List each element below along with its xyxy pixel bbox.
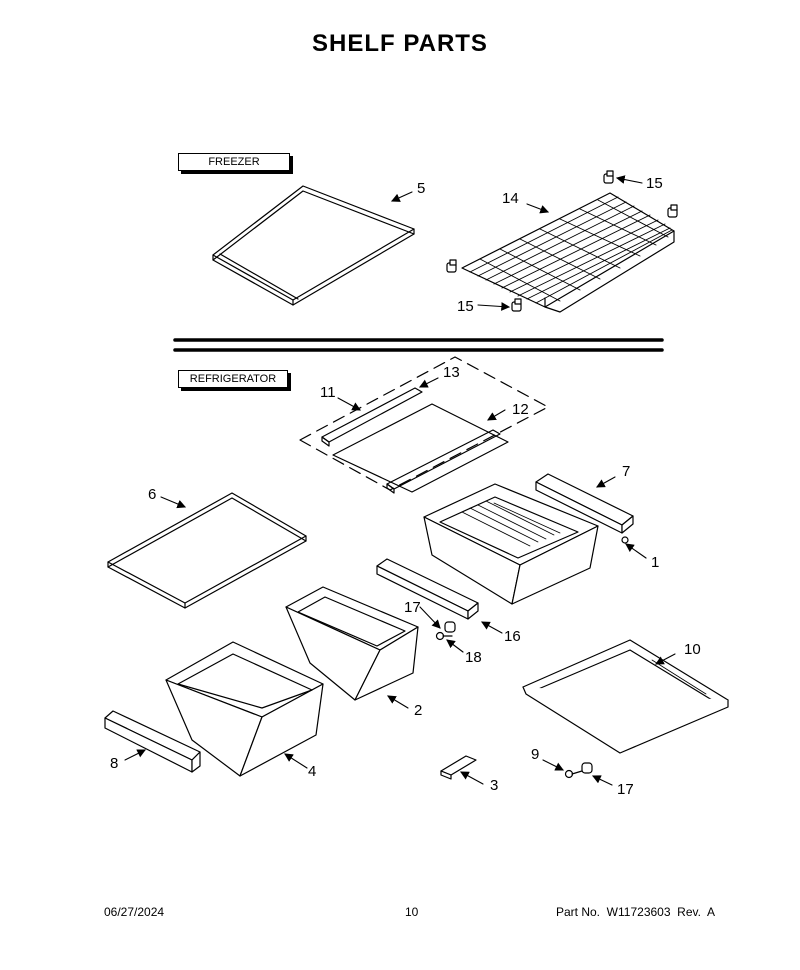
callout-14: 14 (502, 190, 519, 207)
wire-shelf-end-cap-left (446, 259, 457, 273)
callout-8: 8 (110, 755, 119, 772)
refrigerator-label: REFRIGERATOR (178, 370, 288, 388)
callout-13: 13 (443, 364, 460, 381)
callout-16: 16 (504, 628, 521, 645)
crisper-cover (522, 639, 729, 754)
bushing-17-upper (444, 621, 456, 633)
freezer-label: FREEZER (178, 153, 290, 171)
callout-6: 6 (148, 486, 157, 503)
callout-15-top: 15 (646, 175, 663, 192)
drawer-slide-rail (535, 473, 634, 544)
shelf-assembly-outline (299, 356, 549, 491)
callout-10: 10 (684, 641, 701, 658)
callout-2: 2 (414, 702, 423, 719)
callout-17-upper: 17 (404, 599, 421, 616)
bushing-17-lower (581, 762, 593, 774)
callout-1: 1 (651, 554, 660, 571)
footer-date: 06/27/2024 (104, 905, 165, 919)
refrigerator-glass-shelf (107, 492, 307, 609)
drawer-slide-rail-left (376, 558, 479, 620)
callout-3: 3 (490, 777, 499, 794)
front-trim-left (321, 387, 423, 447)
callout-leaders (124, 175, 676, 786)
screw-18 (435, 631, 453, 641)
callout-4: 4 (308, 763, 317, 780)
trim-clip (440, 755, 477, 780)
wire-shelf-end-cap-bottom (511, 298, 522, 312)
callout-5: 5 (417, 180, 426, 197)
small-crisper-drawer-4 (165, 641, 324, 777)
callout-9: 9 (531, 746, 540, 763)
footer-page-number: 10 (405, 905, 419, 919)
small-crisper-drawer-2 (285, 586, 419, 701)
footer-part-number: Part No. W11723603 Rev. A (556, 905, 715, 919)
callout-17-lower: 17 (617, 781, 634, 798)
drawer-slide-rail-8 (104, 710, 201, 773)
page-title: SHELF PARTS (312, 30, 488, 57)
callout-11: 11 (320, 384, 336, 401)
freezer-glass-shelf (212, 185, 415, 306)
callout-7: 7 (622, 463, 631, 480)
front-trim-right (386, 429, 501, 494)
callout-12: 12 (512, 401, 529, 418)
freezer-wire-shelf (461, 192, 675, 313)
large-crisper-drawer (423, 483, 599, 605)
wire-shelf-end-cap-right (667, 204, 678, 218)
refrigerator-glass-insert (332, 403, 509, 493)
screw-9 (564, 769, 583, 779)
callout-15-bottom: 15 (457, 298, 474, 315)
wire-shelf-end-cap-top (603, 170, 614, 184)
callout-18: 18 (465, 649, 482, 666)
